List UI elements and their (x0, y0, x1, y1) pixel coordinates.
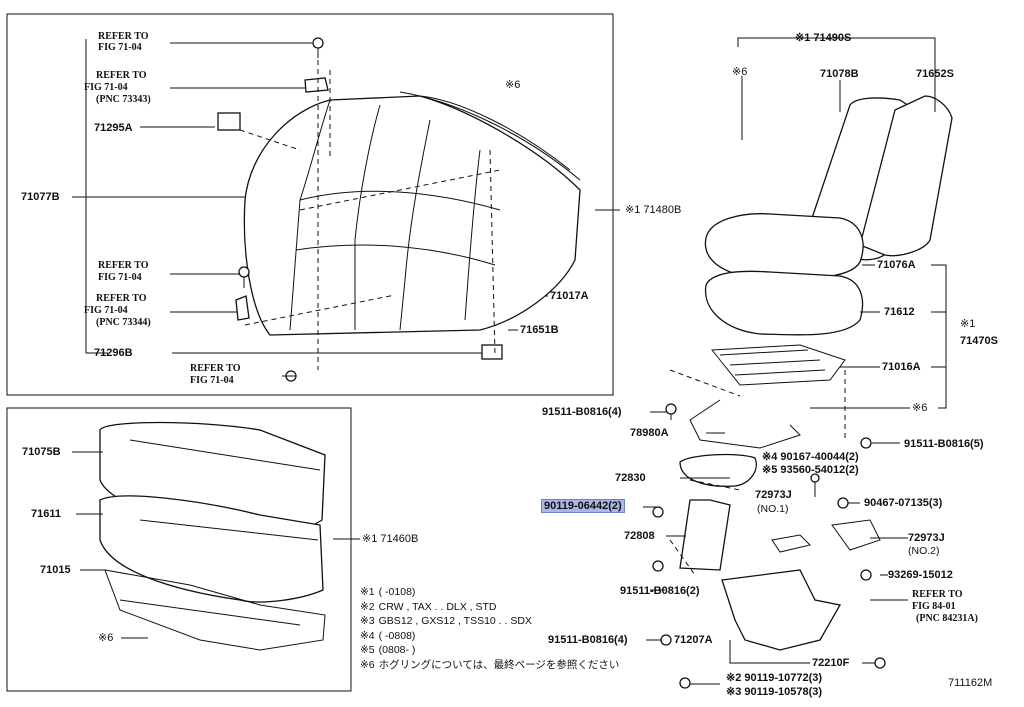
bolt-icon (238, 266, 250, 288)
lower-left-frame (6, 407, 352, 692)
bracket-71295a (85, 39, 108, 354)
part-72808[interactable]: 72808 (624, 530, 655, 542)
bolt-93269-15012[interactable]: 93269-15012 (888, 569, 953, 581)
part-71078b[interactable]: 71078B (820, 68, 859, 80)
part-71075b[interactable]: 71075B (22, 446, 61, 458)
rear-cushion-illustration (99, 421, 326, 651)
bolt-90119-10772[interactable]: ※2 90119-10772(3) (726, 672, 823, 684)
pnc-reference: (PNC 84231A) (916, 613, 978, 624)
bolt-icon (874, 657, 886, 669)
hog-ring-note-mark: ※6 (912, 402, 928, 414)
hog-ring-note-mark: ※6 (98, 632, 114, 644)
footnote-text: (0808- ) (378, 644, 416, 656)
bolt-icon (810, 473, 820, 483)
footnote-row: ※1( -0108) (360, 586, 619, 601)
part-72973j-no2[interactable]: 72973J (908, 532, 945, 544)
footnote-row: ※4( -0808) (360, 630, 619, 645)
hog-ring-note-mark: ※6 (732, 66, 748, 78)
bolt-91511-b0816-5[interactable]: 91511-B0816(5) (904, 438, 984, 450)
footnote-text: ( -0808) (378, 629, 416, 642)
part-71295a[interactable]: 71295A (94, 122, 133, 134)
part-78980a[interactable]: 78980A (630, 427, 669, 439)
footnote-text: ( -0108) (378, 586, 416, 598)
figure-reference: FIG 71-04 (98, 42, 142, 53)
bolt-91511-b0816-4b[interactable]: 91511-B0816(4) (548, 634, 628, 646)
part-71612[interactable]: 71612 (884, 306, 915, 318)
part-71480b[interactable]: ※1 71480B (625, 204, 682, 216)
refer-to-label: REFER TO (96, 293, 147, 304)
figure-reference: FIG 84-01 (912, 601, 956, 612)
hog-ring-note-mark: ※6 (505, 79, 521, 91)
part-71076a[interactable]: 71076A (877, 259, 916, 271)
part-90167-40044[interactable]: ※4 90167-40044(2) (762, 451, 859, 463)
bolt-icon (660, 634, 672, 646)
refer-to-label: REFER TO (96, 70, 147, 81)
part-93560-54012[interactable]: ※5 93560-54012(2) (762, 464, 859, 476)
footnote-text: ホグリングについては、最終ページを参照ください (378, 658, 620, 671)
part-71611[interactable]: 71611 (31, 508, 61, 520)
bolt-icon (652, 560, 664, 572)
part-90467-07135[interactable]: 90467-07135(3) (864, 497, 943, 509)
bolt-icon (837, 497, 849, 509)
footnote-row: ※5(0808- ) (360, 644, 619, 659)
bolt-icon (679, 677, 691, 689)
part-72830[interactable]: 72830 (615, 472, 646, 484)
refer-to-label: REFER TO (912, 589, 963, 600)
part-71016a[interactable]: 71016A (882, 361, 921, 373)
part-72210f[interactable]: 72210F (812, 657, 850, 669)
bolt-91511-b0816-2[interactable]: 91511-B0816(2) (620, 585, 700, 597)
figure-reference: FIG 71-04 (190, 375, 234, 386)
part-90119-06442-highlighted[interactable]: 90119-06442(2) (541, 499, 625, 513)
no1-label: (NO.1) (757, 503, 789, 515)
part-71490s[interactable]: ※1 71490S (795, 32, 852, 44)
part-71077b[interactable]: 71077B (21, 191, 60, 203)
variant-mark: ※1 (960, 318, 976, 330)
part-71652s[interactable]: 71652S (916, 68, 954, 80)
footnote-mark: ※4 (360, 629, 375, 642)
footnote-mark: ※2 (360, 600, 375, 613)
footnote-mark: ※1 (360, 586, 375, 598)
figure-reference: FIG 71-04 (98, 272, 142, 283)
front-seat-illustration (679, 95, 953, 651)
refer-to-label: REFER TO (190, 363, 241, 374)
figure-reference: FIG 71-04 (84, 305, 128, 316)
part-71207a[interactable]: 71207A (674, 634, 713, 646)
pnc-reference: (PNC 73344) (96, 317, 151, 328)
figure-reference: FIG 71-04 (84, 82, 128, 93)
bolt-91511-b0816-4[interactable]: 91511-B0816(4) (542, 406, 622, 418)
no2-label: (NO.2) (908, 545, 940, 557)
bolt-icon (860, 569, 872, 581)
part-71460b[interactable]: ※1 71460B (362, 533, 419, 545)
part-72973j-no1[interactable]: 72973J (755, 489, 792, 501)
part-71296b[interactable]: 71296B (94, 347, 133, 359)
bolt-icon (860, 437, 872, 449)
footnote-mark: ※5 (360, 644, 375, 656)
part-71651b[interactable]: 71651B (520, 324, 559, 336)
bolt-icon (312, 37, 324, 58)
footnote-text: GBS12 , GXS12 , TSS10 . . SDX (378, 615, 532, 627)
footnote-mark: ※6 (360, 658, 375, 671)
refer-to-label: REFER TO (98, 260, 149, 271)
footnote-text: CRW , TAX . . DLX , STD (378, 600, 497, 613)
refer-to-label: REFER TO (98, 31, 149, 42)
bolt-icon (652, 506, 664, 518)
footnote-mark: ※3 (360, 615, 375, 627)
rear-seatback-illustration (217, 77, 581, 360)
diagram-id: 711162M (948, 677, 993, 689)
bolt-icon (282, 370, 297, 382)
upper-left-frame (6, 13, 614, 396)
part-71470s[interactable]: 71470S (960, 335, 998, 347)
part-71015[interactable]: 71015 (40, 564, 71, 576)
pnc-reference: (PNC 73343) (96, 94, 151, 105)
part-71017a[interactable]: 71017A (550, 290, 589, 302)
bolt-icon (665, 403, 677, 420)
bolt-90119-10578[interactable]: ※3 90119-10578(3) (726, 686, 823, 698)
